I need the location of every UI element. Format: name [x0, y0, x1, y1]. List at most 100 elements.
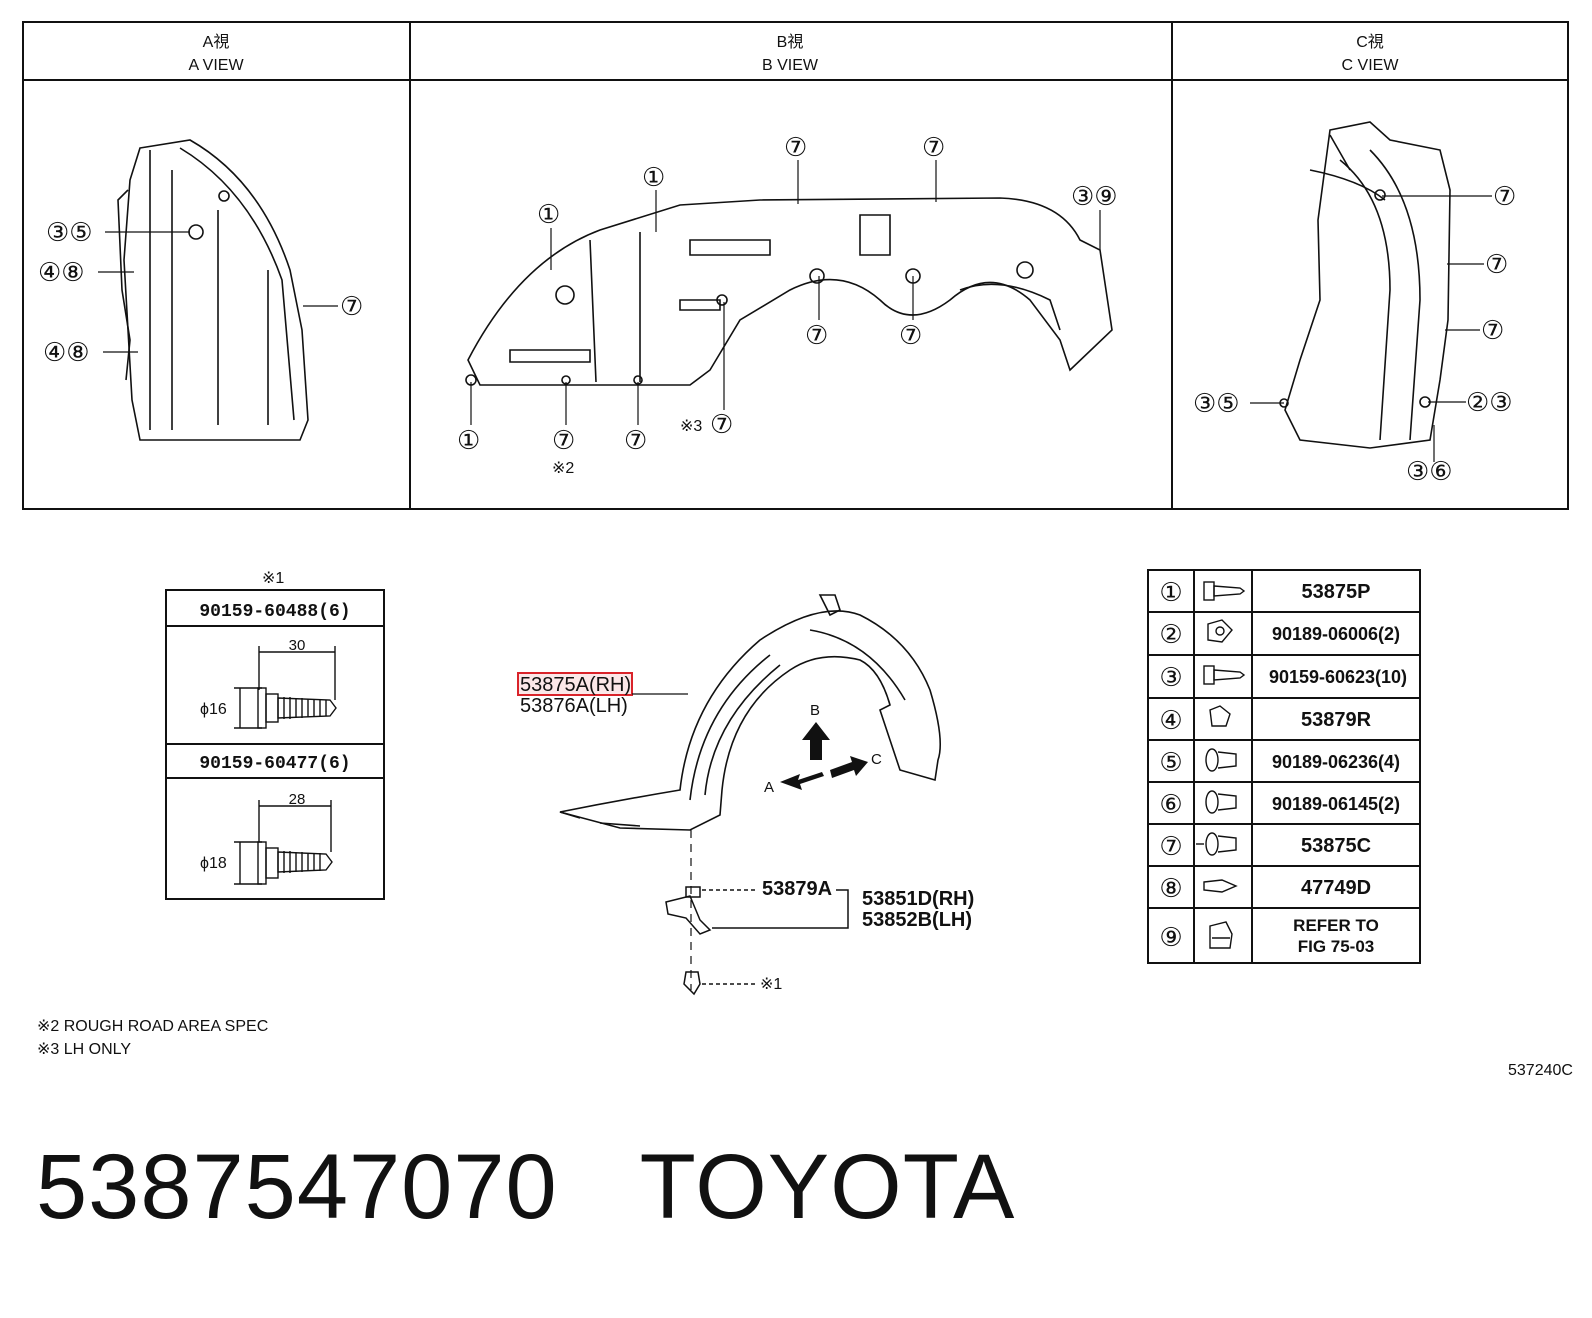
b-view-callouts: ① ① ⑦ ⑦ ③⑨ ⑦ ⑦ ① ⑦ ⑦ ⑦ — [457, 132, 1118, 455]
callout-3-9: ③⑨ — [1071, 181, 1118, 211]
table-num: ⑦ — [1159, 831, 1182, 861]
a-view-leaders — [98, 231, 338, 353]
table-num: ① — [1159, 577, 1182, 607]
bolt-length-1: 30 — [289, 637, 306, 654]
callout-7: ⑦ — [1485, 249, 1508, 279]
arrow-b-icon — [802, 722, 830, 760]
table-part: 90189-06006(2) — [1272, 624, 1400, 644]
callout-3-5: ③⑤ — [1193, 388, 1240, 418]
footer-title: 5387547070 TOYOTA — [36, 1135, 1015, 1240]
clip-nut-icon — [1209, 921, 1233, 949]
screw-icon — [1203, 581, 1246, 601]
c-view-callouts: ⑦ ⑦ ⑦ ③⑤ ②③ ③⑥ — [1193, 181, 1516, 486]
rivet-icon — [1203, 879, 1238, 893]
label-bracket-rh: 53851D(RH) — [862, 888, 974, 910]
mark-rough-road: ※2 — [552, 460, 574, 477]
table-num: ③ — [1159, 662, 1182, 692]
table-num: ⑤ — [1159, 747, 1182, 777]
callout-4-8: ④⑧ — [38, 257, 85, 287]
arrow-b-label: B — [810, 702, 820, 719]
callout-7: ⑦ — [922, 132, 945, 162]
c-view-drawing — [1279, 121, 1451, 449]
clip-icon — [1209, 705, 1231, 727]
callout-3-5: ③⑤ — [46, 217, 93, 247]
view-headers: A視 A VIEW B視 B VIEW C視 C VIEW — [188, 33, 1399, 74]
push-clip-icon — [1196, 832, 1237, 856]
a-view-label: A VIEW — [188, 57, 244, 74]
liner-labels: 53875A(RH) 53876A(LH) — [520, 674, 631, 717]
table-part: REFER TO — [1293, 916, 1379, 935]
callout-7: ⑦ — [805, 320, 828, 350]
bolt-box — [165, 589, 385, 900]
push-clip-icon — [1205, 790, 1237, 814]
b-view-marks: ※3 ※2 — [552, 418, 702, 477]
footer-brand: TOYOTA — [639, 1136, 1016, 1238]
bracket-drawing — [665, 886, 849, 996]
c-view-leaders — [1250, 195, 1492, 462]
bolt-drawings — [234, 646, 337, 885]
callout-7: ⑦ — [624, 425, 647, 455]
liner-drawing — [559, 594, 942, 831]
note-rough-road: ※2 ROUGH ROAD AREA SPEC — [37, 1018, 268, 1035]
callout-4-8: ④⑧ — [43, 337, 90, 367]
arrow-a-label: A — [764, 779, 774, 796]
table-part: 90159-60623(10) — [1269, 667, 1407, 687]
a-view-label-ja: A視 — [203, 33, 230, 51]
table-part: 53879R — [1301, 709, 1372, 731]
table-part: 90189-06145(2) — [1272, 794, 1400, 814]
arrow-c-icon — [830, 756, 868, 778]
parts-table-grid — [1147, 569, 1421, 964]
table-part: 47749D — [1301, 877, 1371, 899]
bolt-box-mark: ※1 — [262, 570, 284, 587]
bolt-box-text: 90159-60488(6) 30 ϕ16 90159-60477(6) 28 … — [199, 602, 350, 872]
c-view-label-ja: C視 — [1356, 33, 1384, 51]
c-view-label: C VIEW — [1342, 57, 1400, 74]
callout-7: ⑦ — [710, 409, 733, 439]
arrow-a-icon — [780, 772, 824, 790]
bracket-labels: 53879A 53851D(RH) 53852B(LH) — [762, 878, 974, 931]
parts-table-parts: 53875P 90189-06006(2) 90159-60623(10) 53… — [1269, 581, 1407, 956]
label-bolt-ref: ※1 — [760, 976, 782, 993]
table-num: ⑧ — [1159, 873, 1182, 903]
nut-clip-icon — [1207, 619, 1233, 643]
footer-part-number: 5387547070 — [36, 1136, 558, 1238]
table-part-ref: FIG 75-03 — [1298, 937, 1375, 956]
table-num: ④ — [1159, 705, 1182, 735]
view-panels — [22, 21, 1569, 510]
bolt-diameter-1: ϕ16 — [200, 701, 227, 718]
mark-lh-only: ※3 — [680, 418, 702, 435]
label-liner-rh: 53875A(RH) — [520, 674, 631, 696]
note-lh-only: ※3 LH ONLY — [37, 1041, 131, 1058]
callout-1: ① — [537, 199, 560, 229]
liner-leaders — [632, 693, 692, 990]
callout-7: ⑦ — [552, 425, 575, 455]
label-bracket-lh: 53852B(LH) — [862, 909, 972, 931]
callout-7: ⑦ — [1481, 315, 1504, 345]
figure-code: 537240C — [1508, 1062, 1573, 1079]
callout-1: ① — [457, 425, 480, 455]
a-view-drawing — [117, 139, 309, 441]
callout-7: ⑦ — [784, 132, 807, 162]
table-num: ⑨ — [1159, 922, 1182, 952]
bolt-part-1: 90159-60488(6) — [199, 602, 350, 622]
notes: ※2 ROUGH ROAD AREA SPEC ※3 LH ONLY — [37, 1018, 268, 1058]
callout-7: ⑦ — [1493, 181, 1516, 211]
callout-7: ⑦ — [899, 320, 922, 350]
bolt-diameter-2: ϕ18 — [200, 855, 227, 872]
screw-icon — [1203, 665, 1246, 685]
bolt-length-2: 28 — [289, 791, 306, 808]
parts-table-icons — [1196, 581, 1246, 949]
table-part: 53875P — [1302, 581, 1371, 603]
a-view-callouts: ③⑤ ④⑧ ④⑧ ⑦ — [38, 217, 363, 367]
b-view-leaders — [470, 160, 1101, 425]
callout-1: ① — [642, 162, 665, 192]
table-part: 53875C — [1301, 835, 1371, 857]
arrow-c-label: C — [871, 751, 882, 768]
callout-3-6: ③⑥ — [1406, 456, 1453, 486]
table-num: ② — [1159, 619, 1182, 649]
table-num: ⑥ — [1159, 789, 1182, 819]
push-clip-icon — [1205, 748, 1237, 772]
parts-table-nums: ① ② ③ ④ ⑤ ⑥ ⑦ ⑧ ⑨ — [1159, 577, 1182, 952]
label-clip: 53879A — [762, 878, 832, 900]
